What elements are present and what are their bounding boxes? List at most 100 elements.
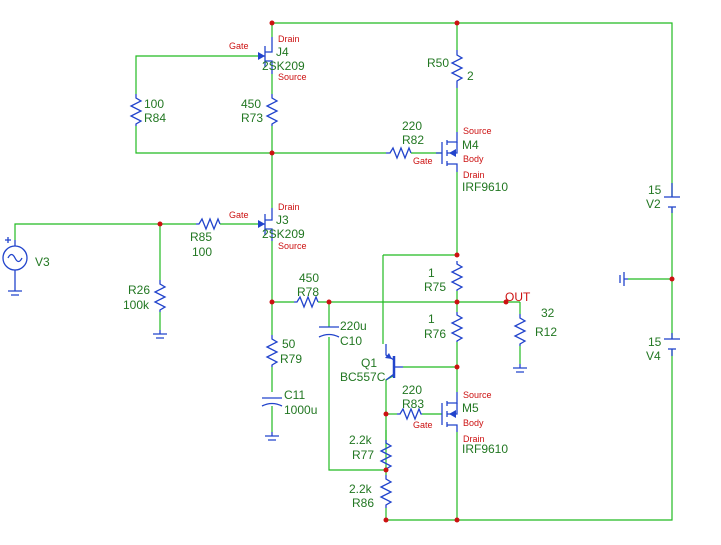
v4-ref: V4	[646, 349, 661, 363]
r26-value: 100k	[123, 298, 150, 312]
j4-model: 2SK209	[262, 59, 305, 73]
wires	[14, 22, 673, 521]
junction-dot	[269, 299, 275, 305]
wire-j4-gate	[135, 55, 258, 94]
junction-dot	[383, 411, 389, 417]
v3-ref: V3	[35, 255, 50, 269]
m4-gate-label: Gate	[413, 156, 433, 166]
resistor-r79[interactable]	[265, 335, 279, 367]
resistor-r86[interactable]	[379, 475, 393, 508]
mosfet-m4[interactable]	[436, 132, 458, 172]
r83-ref: R83	[402, 397, 424, 411]
r82-ref: R82	[402, 133, 424, 147]
r85-ref: R85	[190, 230, 212, 244]
j4-drain-label: Drain	[278, 34, 300, 44]
net-label-out: OUT	[505, 290, 531, 304]
resistors	[129, 50, 527, 508]
resistor-r12[interactable]	[513, 314, 527, 346]
j4-ref: J4	[276, 45, 289, 59]
capacitor-c10[interactable]	[318, 326, 340, 338]
wire-c10-bottom	[328, 337, 385, 471]
junction-dot	[157, 221, 163, 227]
v4-value: 15	[648, 335, 662, 349]
batteries	[664, 183, 680, 356]
jfet-j4[interactable]	[258, 37, 273, 74]
resistor-r83[interactable]	[397, 407, 422, 421]
r75-value: 1	[428, 266, 435, 280]
m5-gate-label: Gate	[413, 420, 433, 430]
junction-dot	[269, 150, 275, 156]
j3-model: 2SK209	[262, 227, 305, 241]
r84-ref: R84	[144, 111, 166, 125]
resistor-r78[interactable]	[294, 295, 319, 309]
r77-ref: R77	[352, 448, 374, 462]
resistor-r85[interactable]	[196, 217, 221, 231]
r12-value: 32	[541, 306, 555, 320]
wire-top-rail	[272, 22, 673, 197]
j3-ref: J3	[276, 213, 289, 227]
junction-dot	[454, 517, 460, 523]
r78-value: 450	[299, 271, 319, 285]
c10-ref: C10	[340, 334, 362, 348]
r76-ref: R76	[424, 327, 446, 341]
resistor-r73[interactable]	[265, 94, 279, 126]
v2-ref: V2	[646, 197, 661, 211]
wire-r84-bottom	[135, 126, 386, 154]
resistor-r76[interactable]	[450, 312, 464, 342]
r73-value: 450	[241, 97, 261, 111]
battery-v4[interactable]	[664, 333, 680, 356]
m5-drain-label: Drain	[463, 434, 485, 444]
j3-gate-label: Gate	[229, 210, 249, 220]
r12-ref: R12	[535, 325, 557, 339]
ac-source-v3[interactable]	[2, 237, 28, 276]
resistor-r50[interactable]	[450, 50, 464, 88]
ground-symbol-r26	[153, 330, 167, 339]
m4-drain-label: Drain	[463, 170, 485, 180]
r50-ref: R50	[427, 56, 449, 70]
ground-symbol-c11	[265, 432, 279, 441]
wire-bottom-rail	[456, 349, 673, 521]
m4-model: IRF9610	[462, 180, 508, 194]
r73-ref: R73	[241, 111, 263, 125]
j4-source-label: Source	[278, 72, 307, 82]
junction-dot	[454, 299, 460, 305]
r83-value: 220	[402, 383, 422, 397]
j4-gate-label: Gate	[229, 41, 249, 51]
junction-dot	[383, 517, 389, 523]
m4-ref: M4	[462, 138, 479, 152]
c11-ref: C11	[284, 388, 305, 402]
bjt-q1[interactable]	[385, 344, 403, 381]
labels: Gate Drain J4 2SK209 Source 100 R84 450 …	[35, 34, 662, 510]
resistor-r84[interactable]	[129, 94, 143, 126]
wire-input	[14, 223, 196, 240]
junction-dot	[669, 276, 675, 282]
junction-nodes	[157, 20, 675, 523]
capacitors	[261, 326, 340, 407]
r26-ref: R26	[128, 283, 150, 297]
m4-body-label: Body	[463, 154, 484, 164]
junction-dot	[454, 364, 460, 370]
resistor-r75[interactable]	[450, 261, 464, 291]
resistor-r82[interactable]	[386, 146, 412, 160]
resistor-r77[interactable]	[379, 440, 393, 470]
mosfet-m5[interactable]	[441, 392, 458, 432]
junction-dot	[269, 20, 275, 26]
resistor-r26[interactable]	[153, 280, 167, 312]
r50-value: 2	[467, 69, 474, 83]
c11-value: 1000u	[284, 403, 317, 417]
r85-value: 100	[192, 245, 212, 259]
r86-ref: R86	[352, 496, 374, 510]
j3-source-label: Source	[278, 241, 307, 251]
ground-symbol-v3	[8, 276, 22, 296]
r82-value: 220	[402, 119, 422, 133]
junction-dot	[454, 20, 460, 26]
ground-symbol-r12	[513, 364, 527, 373]
r77-value: 2.2k	[349, 433, 373, 447]
battery-v2[interactable]	[664, 183, 680, 213]
capacitor-c11[interactable]	[261, 397, 283, 407]
q1-ref: Q1	[361, 356, 377, 370]
junction-dot	[326, 299, 332, 305]
jfet-j3[interactable]	[258, 208, 273, 241]
r78-ref: R78	[297, 285, 319, 299]
